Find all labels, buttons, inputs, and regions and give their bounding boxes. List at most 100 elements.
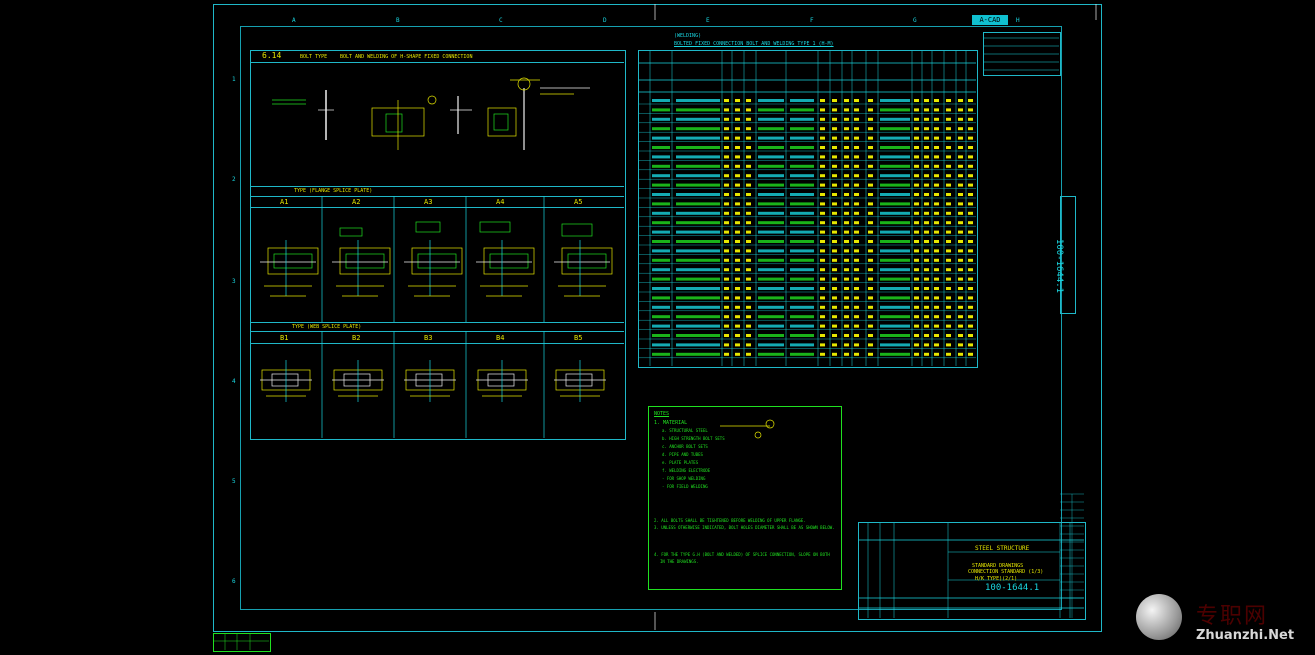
table-cell-value <box>844 277 849 281</box>
table-cell-value <box>924 155 929 159</box>
table-cell-value <box>758 258 784 262</box>
table-cell-value <box>958 324 963 328</box>
table-cell-value <box>968 277 973 281</box>
table-cell-value <box>820 258 825 262</box>
table-cell-value <box>854 127 859 131</box>
table-cell-value <box>676 230 720 234</box>
table-cell-value <box>924 258 929 262</box>
table-cell-value <box>844 108 849 112</box>
table-cell-value <box>924 117 929 121</box>
table-cell-value <box>880 230 910 234</box>
table-cell-value <box>968 108 973 112</box>
table-cell-value <box>652 277 670 281</box>
table-cell-value <box>735 193 740 196</box>
cad-circle <box>427 95 437 105</box>
table-cell-value <box>924 193 929 196</box>
table-cell-value <box>844 136 849 140</box>
table-cell-value <box>676 296 720 300</box>
table-cell-value <box>735 155 740 159</box>
watermark-cn: 专职网 <box>1196 604 1269 629</box>
table-cell-value <box>968 240 973 243</box>
table-cell-value <box>958 240 963 243</box>
table-cell-value <box>844 305 849 309</box>
table-cell-value <box>934 249 939 253</box>
table-cell-value <box>832 193 837 196</box>
table-cell-value <box>868 296 873 300</box>
table-cell-value <box>676 287 720 290</box>
table-cell-value <box>868 334 873 337</box>
table-cell-value <box>958 164 963 168</box>
table-cell-value <box>946 164 951 168</box>
table-cell-value <box>652 211 670 215</box>
table-cell-value <box>676 221 720 225</box>
table-cell-value <box>880 258 910 262</box>
table-cell-value <box>880 324 910 328</box>
table-cell-value <box>914 99 919 102</box>
table-cell-value <box>914 174 919 178</box>
detail-label-b: B3 <box>424 334 433 342</box>
table-cell-value <box>844 164 849 168</box>
table-cell-value <box>868 183 873 187</box>
table-cell-value <box>758 240 784 243</box>
table-cell-value <box>924 343 929 347</box>
note-line: - FOR SHOP WELDING <box>662 476 706 481</box>
table-cell-value <box>735 324 740 328</box>
table-cell-value <box>832 183 837 187</box>
table-cell-value <box>820 268 825 272</box>
table-cell-value <box>924 324 929 328</box>
table-cell-value <box>946 174 951 178</box>
left-panel-subtitle-2: BOLT AND WELDING OF H-SHAPE FIXED CONNEC… <box>340 54 473 60</box>
table-cell-value <box>735 230 740 234</box>
table-cell-value <box>934 146 939 149</box>
table-cell-value <box>746 334 751 337</box>
table-cell-value <box>968 183 973 187</box>
table-cell-value <box>735 127 740 131</box>
note-line: - FOR FIELD WELDING <box>662 484 708 489</box>
table-cell-value <box>652 99 670 102</box>
table-cell-value <box>946 211 951 215</box>
table-cell-value <box>958 258 963 262</box>
table-cell-value <box>790 211 814 215</box>
title-block-line2: CONNECTION STANDARD (1/3) <box>968 569 1044 575</box>
table-cell-value <box>958 249 963 253</box>
detail-label-b: B2 <box>352 334 361 342</box>
table-cell-value <box>924 230 929 234</box>
table-cell-value <box>724 155 729 159</box>
table-cell-value <box>820 108 825 112</box>
table-cell-value <box>854 155 859 159</box>
table-cell-value <box>880 240 910 243</box>
row-marker: 4 <box>232 378 236 385</box>
table-cell-value <box>746 315 751 319</box>
table-cell-value <box>934 99 939 102</box>
table-cell-value <box>676 108 720 112</box>
table-cell-value <box>854 117 859 121</box>
table-cell-value <box>844 352 849 356</box>
table-cell-value <box>946 296 951 300</box>
table-cell-value <box>746 343 751 347</box>
table-cell-value <box>946 99 951 102</box>
table-cell-value <box>844 155 849 159</box>
table-cell-value <box>844 249 849 253</box>
table-cell-value <box>914 193 919 196</box>
table-cell-value <box>820 343 825 347</box>
table-cell-value <box>868 258 873 262</box>
table-cell-value <box>914 230 919 234</box>
title-block <box>858 522 1086 620</box>
table-cell-value <box>958 108 963 112</box>
table-cell-value <box>934 117 939 121</box>
table-cell-value <box>924 211 929 215</box>
column-marker: D <box>603 17 607 24</box>
table-cell-value <box>924 352 929 356</box>
table-cell-value <box>924 268 929 272</box>
table-cell-value <box>958 343 963 347</box>
table-cell-value <box>832 268 837 272</box>
table-cell-value <box>735 296 740 300</box>
cad-badge: A-CAD <box>972 15 1008 25</box>
table-cell-value <box>968 230 973 234</box>
table-cell-value <box>758 296 784 300</box>
divider <box>250 62 624 63</box>
table-cell-value <box>746 240 751 243</box>
table-cell-value <box>735 202 740 206</box>
table-cell-value <box>735 258 740 262</box>
row-marker: 2 <box>232 176 236 183</box>
